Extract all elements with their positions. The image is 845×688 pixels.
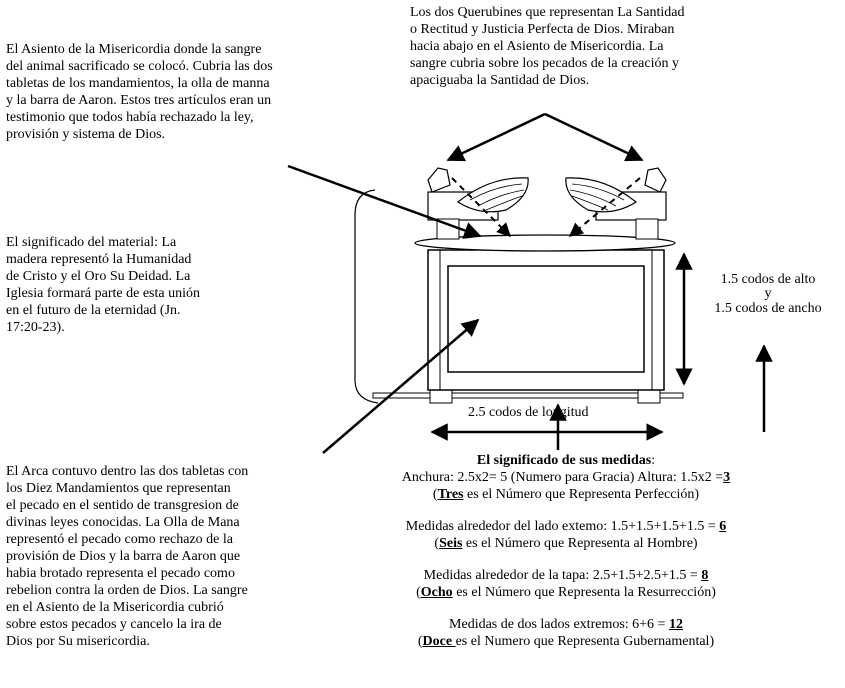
material-text: El significado del material: La madera r… [6,234,256,336]
medida-2-open: ( [434,536,440,551]
medida-3-word: Ocho [420,585,453,600]
arca-line: divinas leyes conocidas. La Olla de Mana [6,515,240,530]
querubines-text: Los dos Querubines que representan La Sa… [410,4,762,89]
arca-line: rebelion contra la orden de Dios. La san… [6,583,248,598]
querubines-line: o Rectitud y Justicia Perfecta de Dios. … [410,22,675,37]
arrow-to-mercy-seat [287,164,482,239]
medida-1-number: 3 [723,470,731,485]
material-line: en el futuro de la eternidad (Jn. [6,303,181,318]
asiento-line: y la barra de Aaron. Estos tres artículo… [6,93,272,108]
alto-label: 1.5 codos de alto [720,272,816,287]
medida-3-rest: es el Número que Representa la Resurrecc… [452,585,716,600]
ancho-label: 1.5 codos de ancho [714,301,822,316]
material-line: 17:20-23). [6,320,65,335]
arca-line: Dios por Su misericordia. [6,634,150,649]
arca-line: sobre estos pecados y cancelo la ira de [6,617,222,632]
arca-line: provisión de Dios y la barra de Aaron qu… [6,549,241,564]
medida-1-word: Tres [437,487,464,502]
medidas-title-colon: : [651,453,656,468]
medida-2-meaning: (Seis es el Número que Representa al Hom… [356,535,776,552]
arrow-to-cherub-left [446,112,546,162]
cherub-right [565,167,667,240]
medida-1: Anchura: 2.5x2= 5 (Numero para Gracia) A… [356,469,776,486]
querubines-line: hacia abajo en el Asiento de Misericordi… [410,39,664,54]
medida-2-rest: es el Número que Representa al Hombre) [462,536,698,551]
material-line: madera representó la Humanidad [6,252,192,267]
medida-2: Medidas alrededor del lado extemo: 1.5+1… [356,518,776,535]
medida-4: Medidas de dos lados extremos: 6+6 = 12 [356,616,776,633]
medida-2-text: Medidas alrededor del lado extemo: 1.5+1… [405,519,720,534]
asiento-line: El Asiento de la Misericordia donde la s… [6,42,262,57]
arrow-to-ark-body [322,318,480,454]
arca-text: El Arca contuvo dentro las dos tabletas … [6,463,336,650]
arca-line: El Arca contuvo dentro las dos tabletas … [6,464,249,479]
medida-3-text: Medidas alrededor de la tapa: 2.5+1.5+2.… [423,568,702,583]
medida-4-text: Medidas de dos lados extremos: 6+6 = [449,617,669,632]
medida-1-meaning: (Tres es el Número que Representa Perfec… [356,486,776,503]
material-line: El significado del material: La [6,235,177,250]
arca-line: los Diez Mandamientos que representan [6,481,231,496]
asiento-text: El Asiento de la Misericordia donde la s… [6,41,358,143]
medidas-block: El significado de sus medidas: Anchura: … [356,452,776,650]
arca-line: en el Asiento de la Misericordia cubrió [6,600,224,615]
medidas-title-row: El significado de sus medidas: [356,452,776,469]
medida-1-text: Anchura: 2.5x2= 5 (Numero para Gracia) A… [401,470,724,485]
asiento-line: provisión y sistema de Dios. [6,127,166,142]
asiento-line: tabletas de los mandamientos, la olla de… [6,76,270,91]
arrow-to-cherub-right [544,112,644,162]
medida-4-meaning: (Doce es el Numero que Representa Gubern… [356,633,776,650]
medida-4-open: ( [417,634,423,649]
material-line: de Cristo y el Oro Su Deidad. La [6,269,191,284]
querubines-line: Los dos Querubines que representan La Sa… [410,5,685,20]
arca-line: el pecado en el sentido de transgresion … [6,498,239,513]
medida-4-word: Doce [422,634,456,649]
material-line: Iglesia formará parte de esta unión [6,286,200,301]
mercy-seat [414,234,676,252]
y-label: y [764,286,772,301]
height-label: 1.5 codos de alto y 1.5 codos de ancho [698,271,838,317]
length-label: 2.5 codos de longitud [468,405,589,420]
pole-ring-right [637,388,661,404]
medida-2-number: 6 [719,519,727,534]
asiento-line: del animal sacrificado se colocó. Cubria… [6,59,273,74]
ark-panel [447,265,645,373]
material-bracket [354,189,379,404]
arca-line: habia brotado representa el pecado como [6,566,235,581]
querubines-line: sangre cubria sobre los pecados de la cr… [410,56,679,71]
querubines-line: apaciguaba la Santidad de Dios. [410,73,590,88]
medida-3: Medidas alrededor de la tapa: 2.5+1.5+2.… [356,567,776,584]
carrying-pole [372,392,684,399]
medida-4-number: 12 [668,617,683,632]
medida-1-rest: es el Número que Representa Perfección) [463,487,700,502]
medida-2-word: Seis [439,536,463,551]
medida-4-rest: es el Numero que Representa Gubernamenta… [455,634,715,649]
medida-3-open: ( [416,585,421,600]
gaze-arrow-right [568,177,641,237]
medidas-title: El significado de sus medidas [476,453,652,468]
medida-3-meaning: (Ocho es el Número que Representa la Res… [356,584,776,601]
arca-line: representó el pecado como rechazo de la [6,532,233,547]
gaze-arrow-left [451,177,511,237]
pole-ring-left [429,388,453,404]
medida-1-open: ( [432,487,438,502]
medida-3-number: 8 [701,568,709,583]
cherub-left [427,167,529,240]
asiento-line: testimonio que todos había rechazado la … [6,110,254,125]
